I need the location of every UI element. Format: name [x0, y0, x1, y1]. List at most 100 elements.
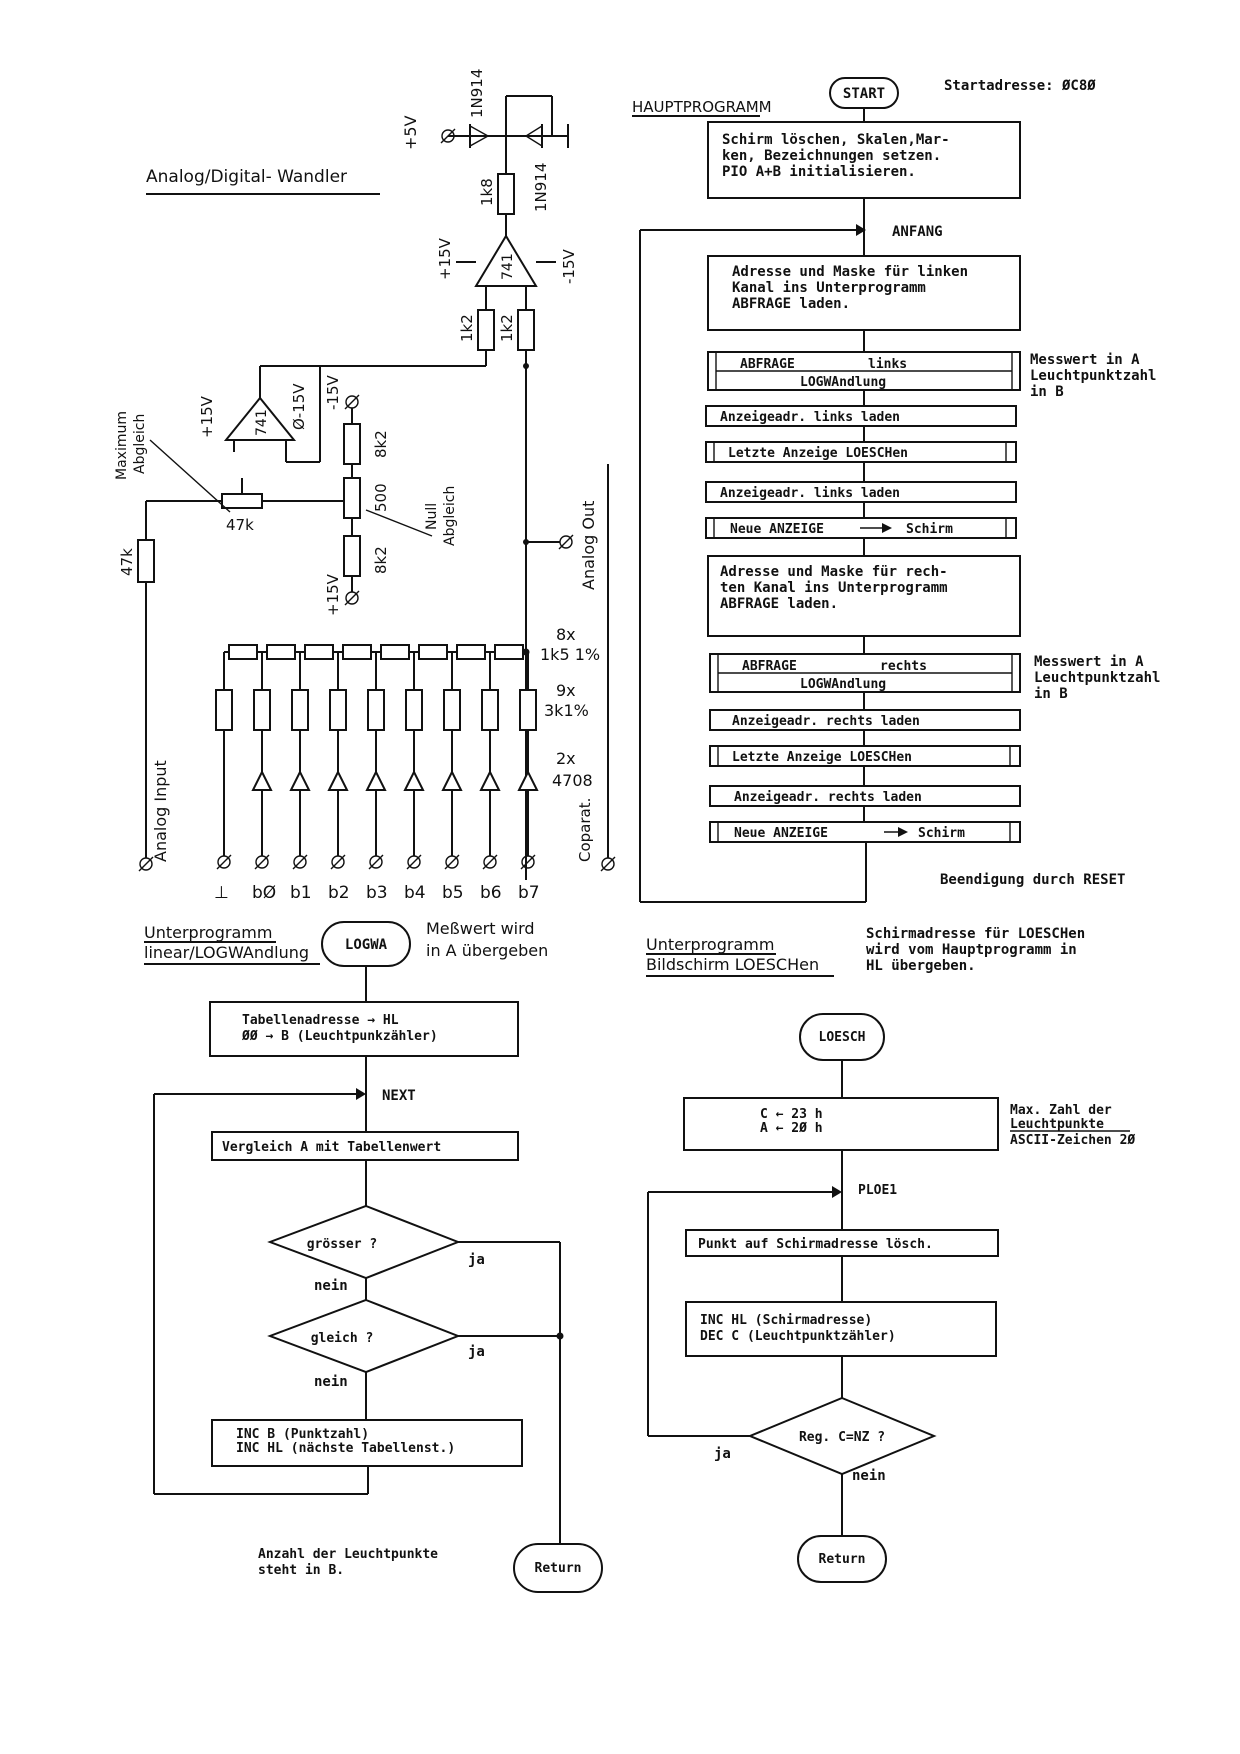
- logwandlung-links-label: LOGWAndlung: [800, 375, 886, 390]
- maximum-label: Maximum: [114, 411, 130, 480]
- loesch-box1-line1: C ← 23 h: [760, 1107, 823, 1122]
- logwa-note-line1: Meßwert wird: [426, 919, 535, 938]
- ladder-series-resistor: [266, 644, 296, 660]
- opamp-741-top: [474, 234, 538, 287]
- box10-label: Anzeigeadr. rechts laden: [732, 714, 920, 729]
- loesch-box1-note-line1: Max. Zahl der: [1010, 1103, 1112, 1118]
- ladder-3k1-label: 3k1%: [544, 701, 589, 720]
- ladder-series-resistor: [342, 644, 372, 660]
- anfang-label: ANFANG: [892, 224, 943, 240]
- ladder-shunt-resistor: [405, 689, 423, 731]
- pin-b1: b1: [290, 883, 312, 903]
- haupt-box-adresse-rechts: [707, 555, 1021, 637]
- terminal-slash: [254, 854, 270, 870]
- analog-out-terminal: [559, 535, 573, 549]
- arrow-head: [856, 224, 866, 236]
- terminal-slash: [292, 854, 308, 870]
- loesch-box-init: [683, 1097, 999, 1151]
- loesch-box1-note-line2: Leuchtpunkte: [1010, 1117, 1104, 1132]
- loesch-terminal-label: LOESCH: [819, 1030, 866, 1045]
- buffer-triangle: [327, 769, 349, 791]
- arrow-head: [898, 827, 908, 837]
- ladder-shunt-resistor: [215, 689, 233, 731]
- loesch-return-terminal: [797, 1535, 887, 1583]
- terminal-slash: [558, 534, 574, 550]
- coparat-terminal: [601, 857, 615, 871]
- ladder-series-resistor: [228, 644, 258, 660]
- ladder-shunt-resistor: [481, 689, 499, 731]
- loesch-dec-label: Reg. C=NZ ?: [799, 1430, 885, 1445]
- box12-label: Anzeigeadr. rechts laden: [734, 790, 922, 805]
- r-1k2-right-label: 1k2: [498, 314, 516, 342]
- logwa-box2-label: Vergleich A mit Tabellenwert: [222, 1140, 441, 1155]
- terminal-slash: [344, 590, 360, 606]
- resistor-8k2-bottom: [343, 535, 361, 577]
- haupt-box-adresse-links: [707, 255, 1021, 331]
- next-label: NEXT: [382, 1088, 416, 1104]
- r-47k-label: 47k: [118, 548, 136, 576]
- note9-line1: Messwert in A: [1034, 654, 1144, 670]
- ladder-network: [215, 644, 539, 870]
- plus15v-top-label: +15V: [436, 237, 454, 280]
- plus15v-bot-label: +15V: [324, 573, 342, 616]
- pin-terminal: [293, 855, 307, 869]
- dec1-no: nein: [314, 1278, 348, 1294]
- note9-line3: in B: [1034, 686, 1068, 702]
- box4-label: Anzeigeadr. links laden: [720, 410, 900, 425]
- null-label: Null: [424, 503, 440, 530]
- haupt-box8-line1: Adresse und Maske für rech-: [720, 564, 948, 580]
- buffer-triangle: [403, 769, 425, 791]
- arrow-head: [832, 1186, 842, 1198]
- ladder-series-resistor: [456, 644, 486, 660]
- box5-label: Letzte Anzeige LOESCHen: [728, 446, 908, 461]
- box13-right-label: Schirm: [918, 826, 965, 841]
- terminal-slash: [138, 856, 154, 872]
- buffer-triangle: [251, 769, 273, 791]
- logwa-return-label: Return: [535, 1561, 582, 1576]
- terminal-slash: [482, 854, 498, 870]
- ladder-9x-label: 9x: [556, 681, 576, 700]
- junction-dot: [522, 648, 530, 656]
- loesch-title1: Unterprogramm: [646, 935, 774, 954]
- minus15v-pot-label: -15V: [324, 375, 342, 410]
- terminal-slash: [406, 854, 422, 870]
- resistor-1k8: [497, 173, 515, 215]
- beendigung-label: Beendigung durch RESET: [940, 872, 1125, 888]
- abgleich-label: Abgleich: [132, 414, 148, 474]
- terminal-slash: [520, 854, 536, 870]
- links-label: links: [868, 357, 907, 372]
- loesch-dec-no: nein: [852, 1468, 886, 1484]
- logwa-end-note-line1: Anzahl der Leuchtpunkte: [258, 1547, 438, 1562]
- terminal-slash: [440, 128, 456, 144]
- ladder-shunt-resistor: [519, 689, 537, 731]
- terminal-slash: [444, 854, 460, 870]
- logwa-box-inc: [211, 1419, 523, 1467]
- pin-b6: b6: [480, 883, 502, 903]
- pin-terminal: [255, 855, 269, 869]
- terminal-slash: [368, 854, 384, 870]
- ad-title: Analog/Digital- Wandler: [146, 167, 347, 187]
- haupt-box8-line2: ten Kanal ins Unterprogramm: [720, 580, 948, 596]
- loesch-note-line2: wird vom Hauptprogramm in: [866, 942, 1077, 958]
- logwa-title2: linear/LOGWAndlung: [144, 943, 309, 962]
- note3-line1: Messwert in A: [1030, 352, 1140, 368]
- box7-left-label: Neue ANZEIGE: [730, 522, 824, 537]
- terminal-slash: [344, 394, 360, 410]
- haupt-box-letzte-anzeige-links: [705, 441, 1017, 463]
- haupt-box2-line1: Adresse und Maske für linken: [732, 264, 968, 280]
- r-8k2-top-label: 8k2: [372, 430, 390, 458]
- logwa-box-vergleich: [211, 1131, 519, 1161]
- pin-b7: b7: [518, 883, 540, 903]
- startadresse-label: Startadresse: ØC8Ø: [944, 78, 1096, 94]
- r-8k2-bot-label: 8k2: [372, 546, 390, 574]
- ad-converter-schematic: Analog/Digital- Wandler +5V 1N914 1N914 …: [114, 69, 616, 903]
- loesch-dec-yes: ja: [714, 1446, 731, 1462]
- logwa-box-init: [209, 1001, 519, 1057]
- dec1-yes: ja: [468, 1252, 485, 1268]
- analog-input-label: Analog Input: [151, 760, 170, 862]
- abfrage-links-label: ABFRAGE: [740, 357, 795, 372]
- pin-b3: b3: [366, 883, 388, 903]
- logwandlung-rechts-label: LOGWAndlung: [800, 677, 886, 692]
- ladder-shunt-resistor: [253, 689, 271, 731]
- coparat-label: Coparat.: [576, 798, 594, 862]
